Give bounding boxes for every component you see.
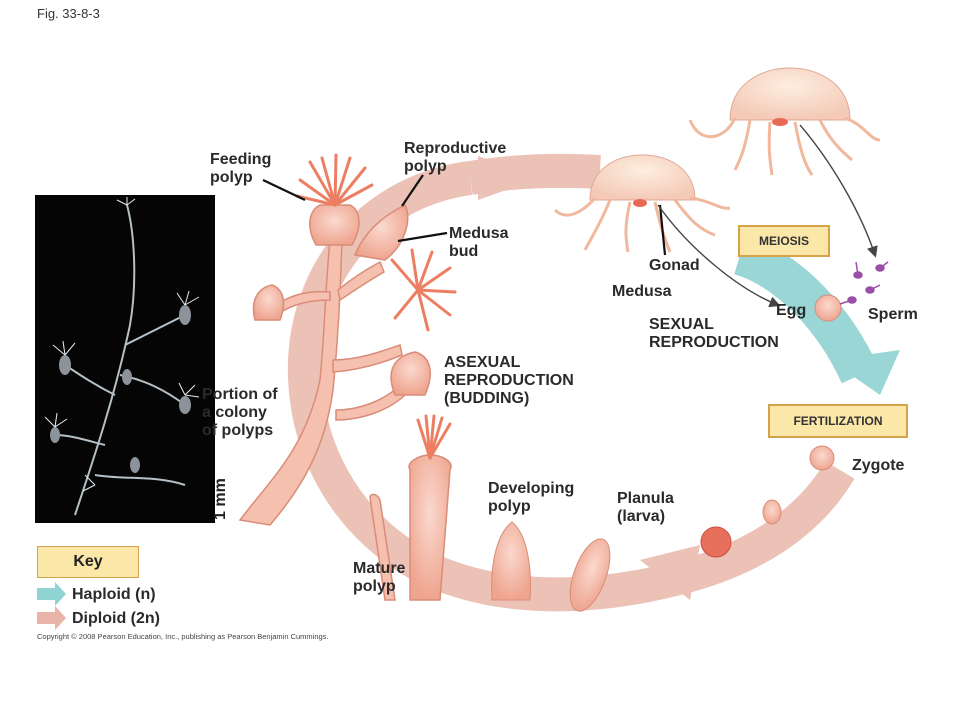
label-reproductive-polyp: Reproductive polyp xyxy=(404,140,506,176)
diploid-key-arrow xyxy=(37,606,66,630)
label-feeding-polyp: Feeding polyp xyxy=(210,151,271,187)
label-medusa-bud: Medusa bud xyxy=(449,225,509,261)
label-developing-polyp: Developing polyp xyxy=(488,480,574,516)
label-line: (BUDDING) xyxy=(444,390,530,407)
label-line: Feeding xyxy=(210,151,272,168)
label-gonad: Gonad xyxy=(649,257,700,274)
medusa-middle xyxy=(553,154,731,253)
label-line: ASEXUAL xyxy=(444,354,521,371)
label-line: polyp xyxy=(404,158,447,175)
colony-photo xyxy=(35,195,215,523)
haploid-key-arrow xyxy=(37,582,66,606)
label-sexual-reproduction: SEXUAL REPRODUCTION xyxy=(649,316,779,352)
label-line: Medusa xyxy=(449,225,509,242)
egg-cell xyxy=(814,294,842,322)
sperm-cells xyxy=(839,261,889,305)
leader-lines xyxy=(262,174,667,256)
label-medusa: Medusa xyxy=(612,283,672,300)
label-line: Reproductive xyxy=(404,140,507,157)
label-sperm: Sperm xyxy=(868,306,918,323)
label-asexual-reproduction: ASEXUAL REPRODUCTION (BUDDING) xyxy=(444,354,574,408)
scale-label: 1 mm xyxy=(212,478,229,520)
label-line: Mature xyxy=(353,560,406,577)
label-line: SEXUAL xyxy=(649,316,714,333)
zygote xyxy=(809,445,835,471)
mature-polyp-tentacles xyxy=(416,414,452,460)
label-line: REPRODUCTION xyxy=(444,372,574,389)
label-egg: Egg xyxy=(776,302,807,319)
key-diploid: Diploid (2n) xyxy=(72,610,160,627)
budding-polyp-tentacles xyxy=(390,248,457,332)
label-line: Portion of xyxy=(202,386,278,403)
label-planula: Planula (larva) xyxy=(617,490,674,526)
label-zygote: Zygote xyxy=(852,457,905,474)
medusa-top xyxy=(688,67,881,176)
polyp-colony xyxy=(238,203,452,601)
fertilization-box: FERTILIZATION xyxy=(768,404,908,438)
morula xyxy=(700,526,732,558)
label-line: Planula xyxy=(617,490,674,507)
planula-larva xyxy=(569,538,611,612)
label-line: Developing xyxy=(488,480,575,497)
label-mature-polyp: Mature polyp xyxy=(353,560,405,596)
figure-label: Fig. 33-8-3 xyxy=(37,6,100,21)
label-line: of polyps xyxy=(202,422,274,439)
feeding-polyp-tentacles xyxy=(295,153,374,207)
developing-polyp xyxy=(491,521,531,601)
label-line: polyp xyxy=(488,498,531,515)
haploid-cycle-arrow xyxy=(733,235,900,395)
label-line: a colony xyxy=(202,404,267,421)
label-line: bud xyxy=(449,243,479,260)
label-line: REPRODUCTION xyxy=(649,334,779,351)
gamete-arrows xyxy=(657,124,878,308)
label-line: (larva) xyxy=(617,508,666,525)
key-haploid: Haploid (n) xyxy=(72,586,156,603)
two-cell-stage xyxy=(762,499,782,525)
label-portion-colony: Portion of a colony of polyps xyxy=(202,386,278,440)
key-title: Key xyxy=(37,546,139,578)
label-line: polyp xyxy=(353,578,396,595)
copyright: Copyright © 2008 Pearson Education, Inc.… xyxy=(37,632,329,641)
label-line: polyp xyxy=(210,169,253,186)
meiosis-box: MEIOSIS xyxy=(738,225,830,257)
